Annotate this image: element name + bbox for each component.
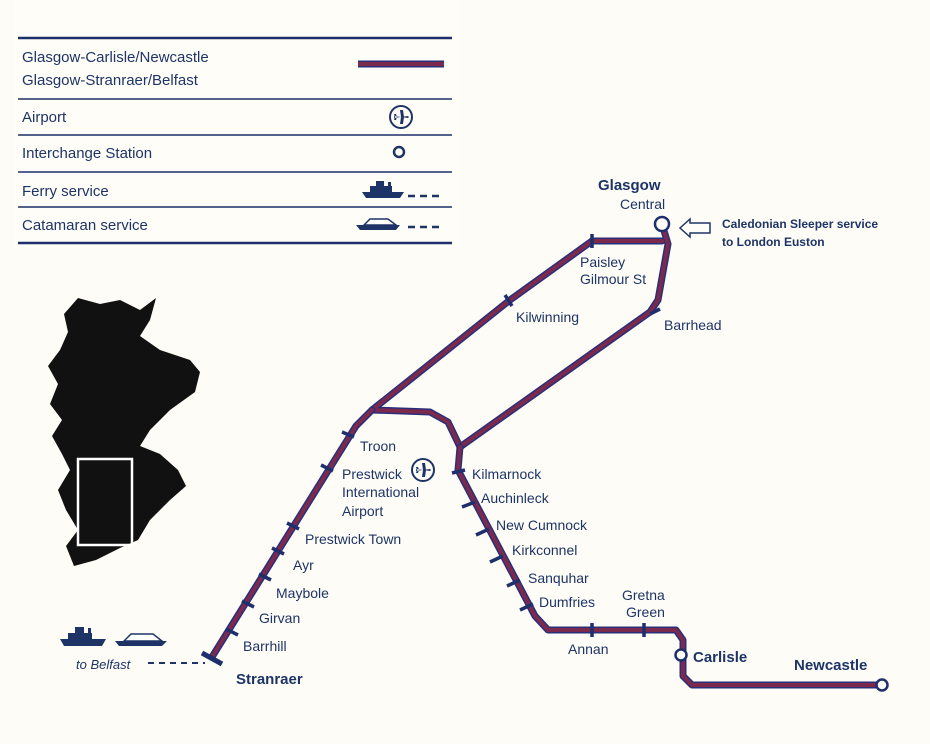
belfast-ferry-group: to Belfast xyxy=(60,627,205,672)
legend-interchange: Interchange Station xyxy=(22,145,152,162)
station-tick-dumfries xyxy=(519,602,534,612)
station-tick-barrhead xyxy=(649,307,661,316)
station-kilmarnock[interactable]: Kilmarnock xyxy=(472,466,542,482)
station-barrhead[interactable]: Barrhead xyxy=(664,317,722,333)
station-tick-kilmarnock xyxy=(451,468,466,475)
airplane-icon xyxy=(411,458,435,482)
rail-network xyxy=(208,220,886,689)
station-gretna-green-sub: Green xyxy=(626,604,665,620)
interchange-glasgow[interactable] xyxy=(653,215,671,233)
legend-catamaran: Catamaran service xyxy=(22,217,148,234)
station-prestwick-airport-2: International xyxy=(342,484,419,500)
station-tick-troon xyxy=(341,430,355,439)
interchange-newcastle[interactable] xyxy=(875,678,889,692)
station-tick-barrhill xyxy=(225,627,239,637)
route-line-glasgow-loop xyxy=(370,222,670,449)
station-glasgow-sub: Central xyxy=(620,196,665,212)
station-kilwinning[interactable]: Kilwinning xyxy=(516,309,579,325)
station-tick-kilwinning xyxy=(503,294,514,307)
station-prestwick-town[interactable]: Prestwick Town xyxy=(305,531,401,547)
interchange-carlisle[interactable] xyxy=(674,648,688,662)
station-new-cumnock[interactable]: New Cumnock xyxy=(496,517,588,533)
interchange-circle-icon xyxy=(392,145,406,159)
legend-ferry: Ferry service xyxy=(22,183,109,200)
station-barrhill[interactable]: Barrhill xyxy=(243,638,287,654)
route-line-stranraer xyxy=(210,408,374,659)
station-prestwick-airport[interactable]: Prestwick xyxy=(342,466,403,482)
station-sanquhar[interactable]: Sanquhar xyxy=(528,570,589,586)
ferry-icon xyxy=(60,627,106,646)
station-girvan[interactable]: Girvan xyxy=(259,610,300,626)
station-tick-prestwick-town xyxy=(286,521,300,531)
sleeper-note-1: Caledonian Sleeper service xyxy=(722,217,878,231)
map-inset-highlight xyxy=(76,457,134,547)
station-tick-auchinleck xyxy=(461,500,476,509)
station-ticks xyxy=(200,234,661,667)
belfast-label: to Belfast xyxy=(76,657,132,672)
station-kirkconnel[interactable]: Kirkconnel xyxy=(512,542,577,558)
station-annan[interactable]: Annan xyxy=(568,641,608,657)
station-ayr[interactable]: Ayr xyxy=(293,557,314,573)
station-dumfries[interactable]: Dumfries xyxy=(539,594,595,610)
station-tick-ayr xyxy=(271,546,285,556)
station-prestwick-airport-3: Airport xyxy=(342,503,383,519)
airplane-icon xyxy=(389,105,413,129)
station-maybole[interactable]: Maybole xyxy=(276,585,329,601)
station-tick-sanquhar xyxy=(506,578,521,588)
legend-airport: Airport xyxy=(22,109,67,126)
station-stranraer[interactable]: Stranraer xyxy=(236,671,303,688)
sleeper-note-2: to London Euston xyxy=(722,235,825,249)
station-newcastle[interactable]: Newcastle xyxy=(794,657,867,674)
legend: Glasgow-Carlisle/Newcastle Glasgow-Stran… xyxy=(14,0,459,248)
station-troon[interactable]: Troon xyxy=(360,438,396,454)
arrow-left-icon xyxy=(678,217,711,239)
legend-route-1: Glasgow-Carlisle/Newcastle xyxy=(22,49,209,66)
station-tick-new-cumnock xyxy=(475,527,490,537)
station-glasgow[interactable]: Glasgow xyxy=(598,177,661,194)
station-paisley[interactable]: Paisley xyxy=(580,254,625,270)
legend-route-2: Glasgow-Stranraer/Belfast xyxy=(22,72,199,89)
route-line-carlisle xyxy=(454,443,886,689)
ferry-icon xyxy=(362,181,404,198)
station-gretna-green[interactable]: Gretna xyxy=(622,587,665,603)
station-tick-prestwick-airport xyxy=(320,463,334,473)
station-labels: Glasgow Central Caledonian Sleeper servi… xyxy=(236,177,878,688)
station-carlisle[interactable]: Carlisle xyxy=(693,649,747,666)
scotland-map-icon xyxy=(48,298,200,566)
station-auchinleck[interactable]: Auchinleck xyxy=(481,490,550,506)
station-terminus-stranraer xyxy=(200,650,224,667)
station-tick-girvan xyxy=(241,599,255,609)
route-line-carlisle xyxy=(456,445,884,687)
station-tick-maybole xyxy=(258,572,272,582)
catamaran-icon xyxy=(356,218,400,230)
station-tick-kirkconnel xyxy=(489,554,504,564)
catamaran-icon xyxy=(115,633,167,646)
station-paisley-sub: Gilmour St xyxy=(580,271,646,287)
